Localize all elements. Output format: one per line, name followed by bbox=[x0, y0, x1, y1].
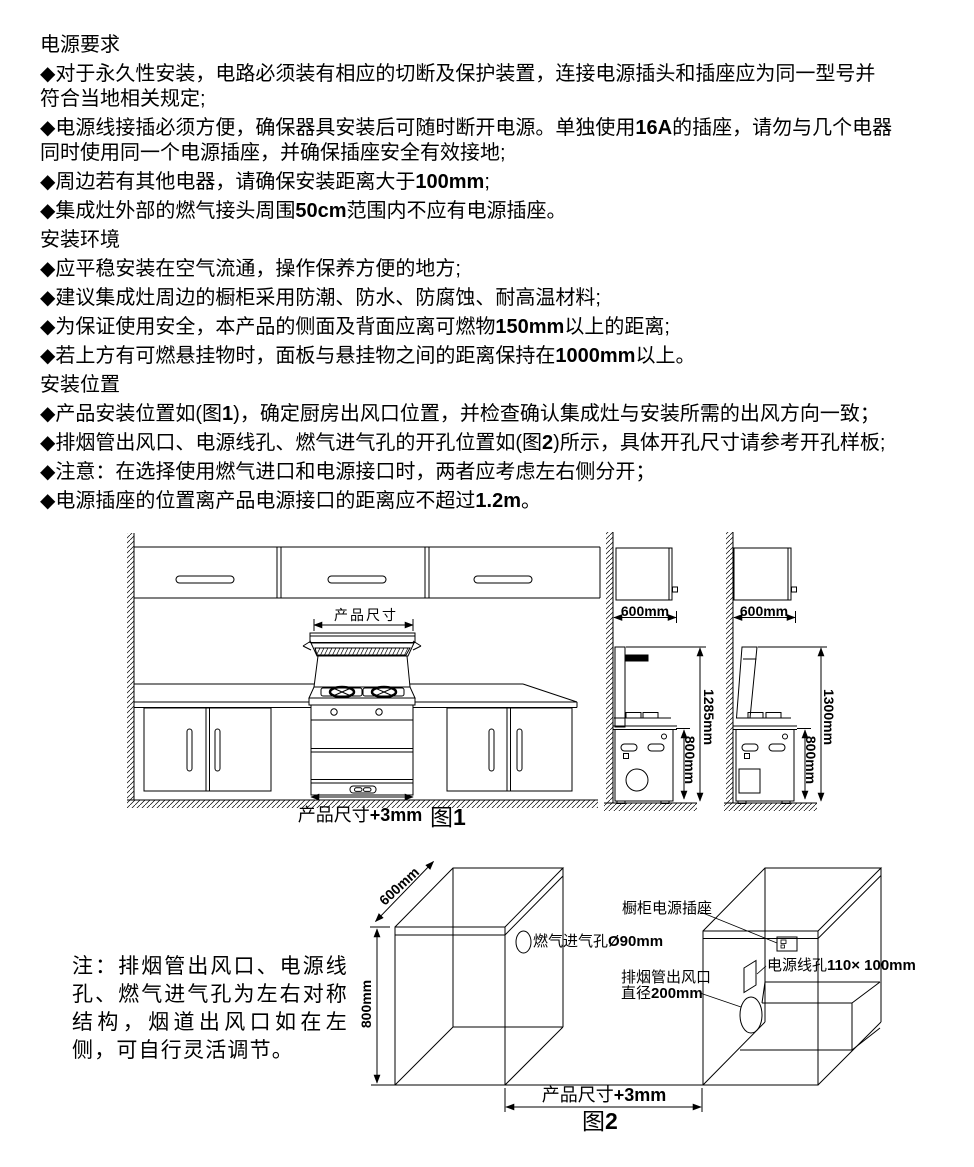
fig2-note: 注：排烟管出风口、电源线孔、燃气进气孔为左右对称结构，烟道出风口如在左侧，可自行… bbox=[72, 955, 348, 1062]
fig1-right-base-height-dim: 800mm bbox=[803, 735, 819, 785]
fig2-height-dim: 800mm bbox=[358, 979, 374, 1029]
bullet-holes-fig2: ◆排烟管出风口、电源线孔、燃气进气孔的开孔位置如(图2)所示，具体开孔尺寸请参考… bbox=[40, 432, 886, 454]
bullet-combustible-distance: ◆为保证使用安全，本产品的侧面及背面应离可燃物150mm以上的距离; bbox=[40, 316, 670, 338]
fig1-left-total-height-dim: 1285mm bbox=[701, 688, 717, 746]
fig2-caption: 图2 bbox=[582, 1108, 618, 1134]
figure1-drawing bbox=[127, 532, 827, 811]
fig1-left-base-height-dim: 800mm bbox=[682, 735, 698, 785]
bullet-position-fig1: ◆产品安装位置如(图1)，确定厨房出风口位置，并检查确认集成灶与安装所需的出风方… bbox=[40, 403, 880, 425]
fig1-right-total-height-dim: 1300mm bbox=[821, 688, 837, 746]
fig1-product-width-plus-dim: 产品尺寸+3mm bbox=[297, 805, 423, 825]
bullet-ventilation: ◆应平稳安装在空气流通，操作保养方便的地方; bbox=[40, 258, 461, 280]
fig2-exhaust-diameter-label: 直径200mm bbox=[621, 985, 703, 1002]
fig2-depth-dim: 600mm bbox=[375, 863, 423, 909]
fig2-cabinet-socket-label: 橱柜电源插座 bbox=[622, 900, 713, 917]
fig1-caption: 图1 bbox=[430, 804, 466, 830]
fig2-cord-hole-label: 电源线孔110× 100mm bbox=[767, 957, 916, 974]
bullet-cabinet-material: ◆建议集成灶周边的橱柜采用防潮、防水、防腐蚀、耐高温材料; bbox=[40, 287, 601, 309]
fig2-gas-inlet-label: 燃气进气孔Ø90mm bbox=[533, 933, 664, 950]
fig1-product-width-label: 产品尺寸 bbox=[334, 607, 398, 623]
section-title-install-position: 安装位置 bbox=[40, 374, 120, 396]
section-title-install-environment: 安装环境 bbox=[40, 229, 120, 251]
bullet-note-left-right: ◆注意：在选择使用燃气进口和电源接口时，两者应考虑左右侧分开； bbox=[40, 461, 656, 483]
bullet-permanent-install: ◆对于永久性安装，电路必须装有相应的切断及保护装置，连接电源插头和插座应为同一型… bbox=[40, 63, 876, 110]
fig2-exhaust-outlet-label: 排烟管出风口 bbox=[621, 969, 712, 986]
bullet-gas-joint-socket: ◆集成灶外部的燃气接头周围50cm范围内不应有电源插座。 bbox=[40, 200, 567, 222]
bullet-nearby-appliances: ◆周边若有其他电器，请确保安装距离大于100mm; bbox=[40, 171, 490, 193]
instruction-text: 电源要求 ◆对于永久性安装，电路必须装有相应的切断及保护装置，连接电源插头和插座… bbox=[40, 33, 958, 518]
bullet-socket-distance: ◆电源插座的位置离产品电源接口的距离应不超过1.2m。 bbox=[40, 490, 541, 512]
fig1-left-depth-dim: 600mm bbox=[620, 603, 670, 619]
bullet-power-cord: ◆电源线接插必须方便，确保器具安装后可随时断开电源。单独使用16A的插座，请勿与… bbox=[40, 117, 893, 164]
fig1-right-depth-dim: 600mm bbox=[739, 603, 789, 619]
section-title-power-requirements: 电源要求 bbox=[40, 34, 120, 56]
bullet-hanging-objects: ◆若上方有可燃悬挂物时，面板与悬挂物之间的距离保持在1000mm以上。 bbox=[40, 345, 696, 367]
fig2-product-width-plus-dim: 产品尺寸+3mm bbox=[541, 1085, 667, 1105]
